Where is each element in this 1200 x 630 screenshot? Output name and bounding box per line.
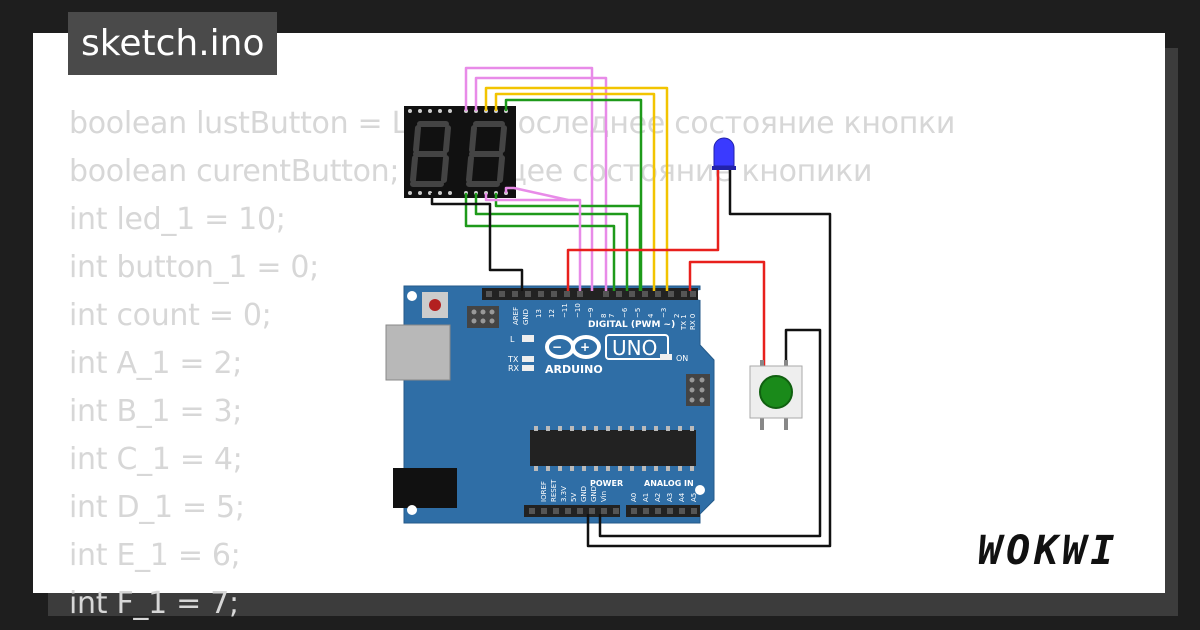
pin-label: A5 xyxy=(690,493,698,502)
pin-label: ~3 xyxy=(660,308,668,318)
pin-label: 7 xyxy=(608,314,616,318)
l-label: L xyxy=(510,335,515,344)
pin-label: GND xyxy=(522,309,530,325)
code-line: int led_1 = 10; xyxy=(69,202,286,237)
pin-label: A4 xyxy=(678,492,686,502)
power-header xyxy=(524,505,620,517)
uno-badge xyxy=(605,334,669,360)
code-line: int E_1 = 6; xyxy=(69,538,241,573)
led-blue[interactable] xyxy=(712,137,736,170)
rx-label: RX xyxy=(508,364,520,373)
mount-hole xyxy=(695,485,705,495)
pin-label: A3 xyxy=(666,493,674,502)
pin-label: 2 xyxy=(673,314,681,318)
pin-label: ~9 xyxy=(587,308,595,318)
power-label: POWER xyxy=(590,479,623,488)
seven-segment-display[interactable] xyxy=(404,106,516,198)
pin-label: GND xyxy=(590,486,598,502)
wires xyxy=(430,66,832,548)
digital-label: DIGITAL (PWM ~) xyxy=(588,320,675,330)
pin-label: 13 xyxy=(535,309,543,318)
push-button[interactable] xyxy=(749,360,803,430)
pin-label: Vin xyxy=(600,491,608,502)
pin-label: ~5 xyxy=(634,308,642,318)
arduino-uno-board[interactable]: AREF GND 13 12 ~11 ~10 ~9 8 7 ~6 ~5 4 ~3… xyxy=(385,285,715,524)
pin-label: TX 1 xyxy=(680,314,688,331)
sketch-title: sketch.ino xyxy=(68,12,278,75)
code-preview: boolean lustButton = LOW; //последнее со… xyxy=(69,100,955,628)
code-line: int count = 0; xyxy=(69,298,272,333)
tx-label: TX xyxy=(507,355,519,364)
analog-header xyxy=(626,505,700,517)
pin-label: 5V xyxy=(570,493,578,502)
mount-hole xyxy=(407,505,417,515)
code-line: int D_1 = 5; xyxy=(69,490,245,525)
reset-button-cap xyxy=(429,299,441,311)
pin-label: A2 xyxy=(654,493,662,502)
pin-label: RESET xyxy=(550,479,558,502)
pin-label: GND xyxy=(580,486,588,502)
wokwi-logo: WOKWI xyxy=(978,528,1119,574)
arduino-logo: − + xyxy=(545,335,601,359)
pin-label: IOREF xyxy=(540,481,548,502)
pin-label: ~6 xyxy=(621,307,629,318)
code-line: int C_1 = 4; xyxy=(69,442,243,477)
usb-port xyxy=(385,324,451,381)
pin-label: ~10 xyxy=(574,303,582,318)
pin-label: AREF xyxy=(512,307,520,325)
pin-label: 12 xyxy=(548,309,556,318)
code-line: int button_1 = 0; xyxy=(69,250,319,285)
analog-label: ANALOG IN xyxy=(644,479,694,488)
svg-text:+: + xyxy=(580,340,590,354)
mount-hole xyxy=(407,291,417,301)
pin-label: 8 xyxy=(600,314,608,318)
pin-label: 3.3V xyxy=(560,486,568,502)
pin-label: RX 0 xyxy=(689,314,697,330)
pin-label: A0 xyxy=(630,493,638,502)
arduino-label: ARDUINO xyxy=(545,363,603,376)
uno-label: UNO xyxy=(612,336,657,360)
code-line: int A_1 = 2; xyxy=(69,346,243,381)
power-jack xyxy=(393,468,457,508)
on-label: ON xyxy=(676,354,688,363)
pin-label: 4 xyxy=(647,313,655,318)
pin-label: A1 xyxy=(642,493,650,502)
pin-label: ~11 xyxy=(561,303,569,318)
code-line: int F_1 = 7; xyxy=(69,586,239,621)
svg-text:−: − xyxy=(552,340,562,354)
atmega-chip xyxy=(530,430,696,466)
code-line: int B_1 = 3; xyxy=(69,394,243,429)
